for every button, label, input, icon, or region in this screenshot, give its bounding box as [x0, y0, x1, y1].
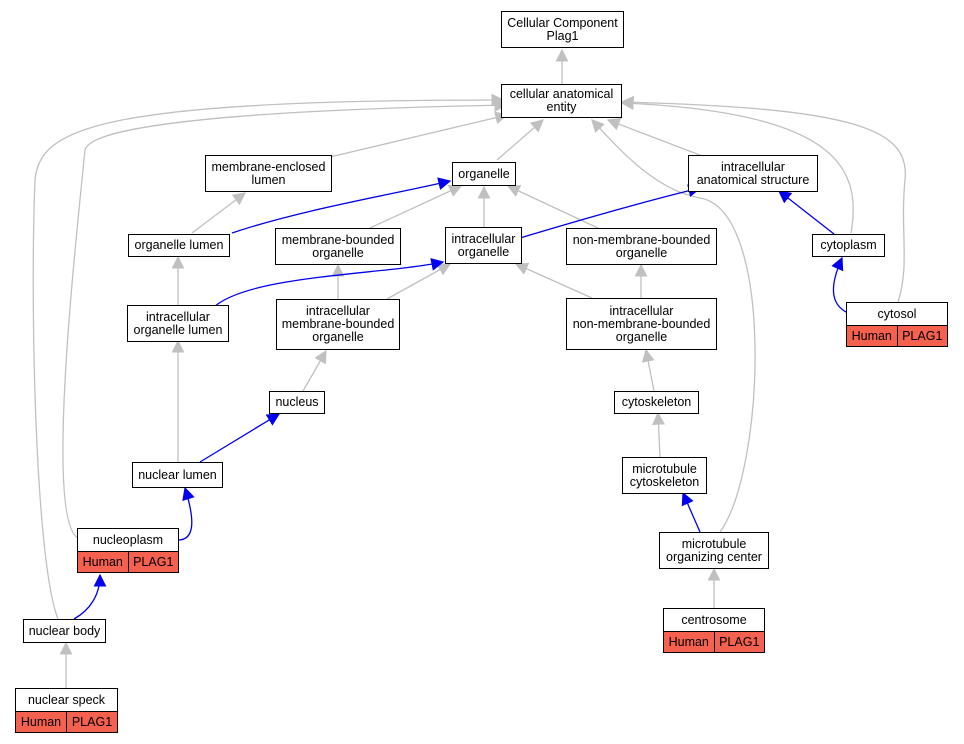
node-cytoskeleton[interactable]: cytoskeleton — [614, 391, 699, 414]
edge-cytoplasm-to-cae — [620, 96, 854, 234]
edge-mel-to-cae — [329, 111, 509, 158]
edge-cytosol-to-cytoplasm — [831, 256, 847, 313]
edge-nucleus-to-imbo — [302, 349, 327, 392]
node-ias-line-1: intracellular — [721, 159, 785, 174]
node-organelle-line-1: organelle — [458, 166, 510, 181]
edge-ias-to-cae — [606, 118, 706, 158]
node-nucleus-line-1: nucleus — [275, 395, 319, 409]
node-ias-line-2: anatomical structure — [696, 172, 810, 187]
edge-nucleoplasm-to-cae — [62, 98, 508, 539]
node-nmbo-line-2: organelle — [615, 245, 668, 260]
node-nlumen-line-1: nuclear lumen — [138, 467, 217, 482]
node-imbo-line-1: intracellular — [306, 304, 370, 318]
node-imbo-line-3: organelle — [312, 330, 364, 344]
annotation-nucleoplasm-gene: PLAG1 — [127, 552, 178, 572]
annotation-centrosome-species: Human — [664, 632, 714, 652]
node-nuclear-lumen[interactable]: nuclear lumen — [132, 462, 223, 488]
edge-iorg-to-ias — [519, 184, 702, 239]
node-mbo-line-1: membrane-bounded — [281, 232, 395, 247]
node-centrosome[interactable]: centrosome — [663, 608, 765, 632]
edge-inmbo-to-iorg — [514, 262, 593, 299]
edge-nbody-to-cae — [32, 93, 505, 620]
edge-organelle-to-cae — [496, 119, 544, 161]
node-centrosome-line-1: centrosome — [681, 612, 747, 627]
node-iol-line-1: intracellular — [146, 309, 210, 324]
node-mtcyto-line-2: cytoskeleton — [629, 474, 700, 489]
annotation-cytosol-species: Human — [847, 326, 897, 346]
node-olumen-line-1: organelle lumen — [134, 238, 224, 252]
node-cytoplasm[interactable]: cytoplasm — [812, 234, 885, 257]
node-nucleus[interactable]: nucleus — [269, 391, 325, 414]
edge-mtoc-to-cae — [591, 119, 756, 533]
edge-nucleoplasm-to-nlumen — [177, 486, 195, 541]
edge-nlumen-to-nucleus — [199, 413, 281, 463]
edge-mtoc-to-mtcyto — [681, 491, 701, 533]
node-root-line-1: Cellular Component — [507, 15, 618, 30]
node-inmbo-line-1: intracellular — [609, 303, 674, 318]
node-cytosol[interactable]: cytosol — [846, 302, 948, 326]
edge-cytosol-to-cae — [620, 95, 906, 303]
node-organelle-lumen[interactable]: organelle lumen — [128, 234, 230, 257]
node-nmbo-line-1: non-membrane-bounded — [572, 232, 711, 247]
node-cae-line-2: entity — [546, 100, 577, 114]
annotation-cytosol-gene: PLAG1 — [896, 326, 947, 346]
node-imbo-line-2: membrane-bounded — [281, 317, 395, 331]
node-nucleoplasm-line-1: nucleoplasm — [92, 532, 164, 547]
edge-olumen-to-mel — [191, 192, 247, 234]
annotation-nucleoplasm-species: Human — [78, 552, 128, 572]
node-nuclear-speck[interactable]: nuclear speck — [15, 688, 118, 712]
edge-cytoskeleton-to-inmbo — [641, 348, 655, 392]
annotation-nuclear-speck-gene: PLAG1 — [66, 712, 117, 732]
node-cytosol-line-1: cytosol — [877, 306, 917, 321]
node-inmbo-line-3: organelle — [615, 329, 668, 344]
node-iol-line-2: organelle lumen — [133, 322, 223, 337]
node-inmbo-line-2: non-membrane-bounded — [572, 316, 711, 331]
annotation-centrosome-gene: PLAG1 — [713, 632, 764, 652]
edge-nbody-to-nucleoplasm — [73, 573, 107, 620]
edge-iol-to-iorg — [213, 257, 445, 308]
node-mel-line-2: lumen — [251, 172, 286, 187]
node-mbo-line-2: organelle — [312, 245, 364, 260]
node-nucleoplasm[interactable]: nucleoplasm — [77, 528, 179, 552]
node-cae-line-1: cellular anatomical — [509, 87, 614, 101]
node-mtoc-line-2: organizing center — [666, 549, 762, 564]
edge-nmbo-to-organelle — [506, 185, 601, 230]
node-mel-line-1: membrane-enclosed — [211, 159, 326, 174]
node-iorg-line-2: organelle — [457, 244, 510, 259]
node-root-line-2: Plag1 — [546, 28, 579, 43]
edge-mbo-to-organelle — [369, 185, 463, 229]
node-iorg-line-1: intracellular — [451, 231, 516, 246]
node-nbody-line-1: nuclear body — [28, 623, 101, 638]
node-nuclear-body[interactable]: nuclear body — [23, 619, 106, 643]
node-nspeck-line-1: nuclear speck — [27, 692, 106, 707]
node-cytoplasm-line-1: cytoplasm — [820, 238, 877, 252]
node-mtcyto-line-1: microtubule — [632, 461, 697, 476]
annotation-nuclear-speck-species: Human — [16, 712, 66, 732]
edge-cytoplasm-to-ias — [777, 190, 835, 235]
node-organelle[interactable]: organelle — [452, 162, 516, 186]
edge-olumen-to-organelle — [231, 177, 452, 234]
edge-mtcyto-to-cytoskeleton — [652, 411, 666, 458]
node-cytoskeleton-line-1: cytoskeleton — [621, 395, 692, 409]
node-mtoc-line-1: microtubule — [681, 536, 747, 551]
